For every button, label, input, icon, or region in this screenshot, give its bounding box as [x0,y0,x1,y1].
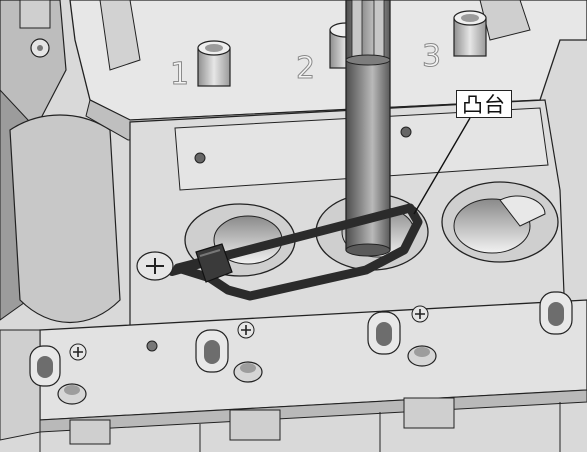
screw-icon [237,321,255,339]
rail-slot-2 [367,311,401,355]
slot-number-1: 1 [170,57,189,92]
hex-screw-icon [407,345,437,367]
post-1 [197,40,231,87]
vertical-rod [345,0,391,257]
screw-icon [411,305,429,323]
screw-left [136,251,174,281]
rail-slot-3 [539,291,573,335]
slot-number-2: 2 [296,51,315,86]
rail-slot-1 [195,329,229,373]
cable-tie [168,203,423,301]
hex-screw-icon [57,383,87,405]
left-wall [0,0,121,324]
lower-rail [0,291,587,452]
slot-number-3: 3 [422,39,441,74]
callout-label-boss: 凸台 [456,90,512,118]
screw-icon [69,343,87,361]
post-3 [453,10,487,57]
callout-leader-line [413,117,471,215]
rail-slot-left [29,345,61,387]
hole-right [441,181,559,263]
hex-screw-icon [233,361,263,383]
